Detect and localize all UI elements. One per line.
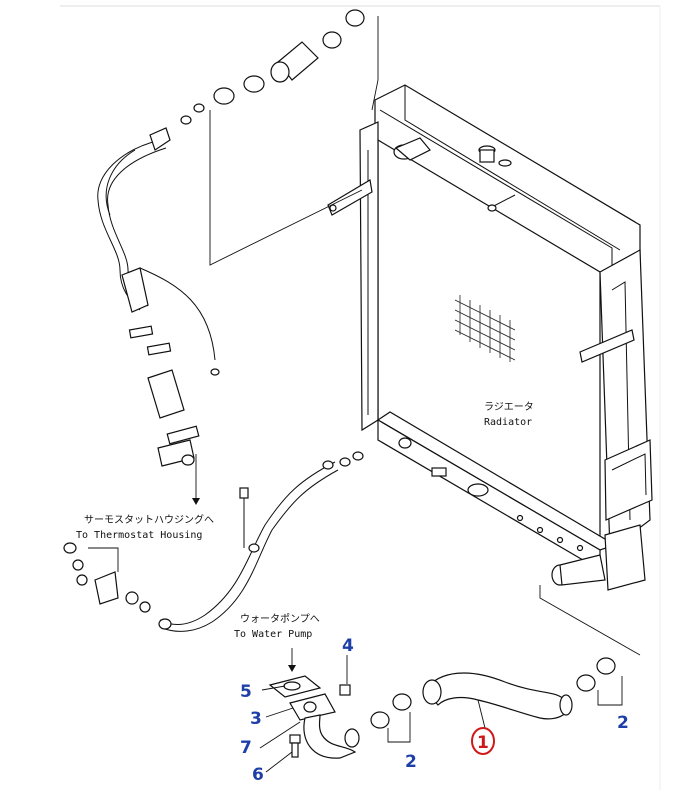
core-mesh-icon (454, 295, 516, 362)
callout-5: 5 (240, 682, 252, 702)
callout-1: 1 (477, 733, 489, 753)
waterpump-label-jp: ウォータポンプへ (240, 613, 320, 625)
bypass-hose-group (63, 460, 339, 632)
callout-1-circle (471, 727, 495, 755)
water-pump-fittings (259, 648, 360, 773)
callout-2-left: 2 (405, 752, 417, 772)
callout-4: 4 (342, 636, 354, 656)
upper-hose-group (180, 9, 379, 266)
callout-2-right: 2 (617, 713, 629, 733)
thermostat-label-jp: サーモスタットハウジングへ (84, 513, 214, 526)
callout-7: 7 (240, 738, 252, 758)
radiator-assembly (327, 84, 653, 656)
callout-3: 3 (250, 709, 262, 729)
waterpump-label-en: To Water Pump (234, 629, 312, 640)
radiator-label-en: Radiator (484, 417, 532, 428)
clamps-left (370, 693, 412, 743)
lower-hose-1 (422, 672, 573, 755)
callout-6: 6 (252, 765, 264, 785)
radiator-label-jp: ラジエータ (484, 401, 534, 413)
overflow-hose-group (97, 127, 220, 505)
clamps-right (576, 657, 623, 706)
thermostat-label-en: To Thermostat Housing (76, 530, 202, 541)
